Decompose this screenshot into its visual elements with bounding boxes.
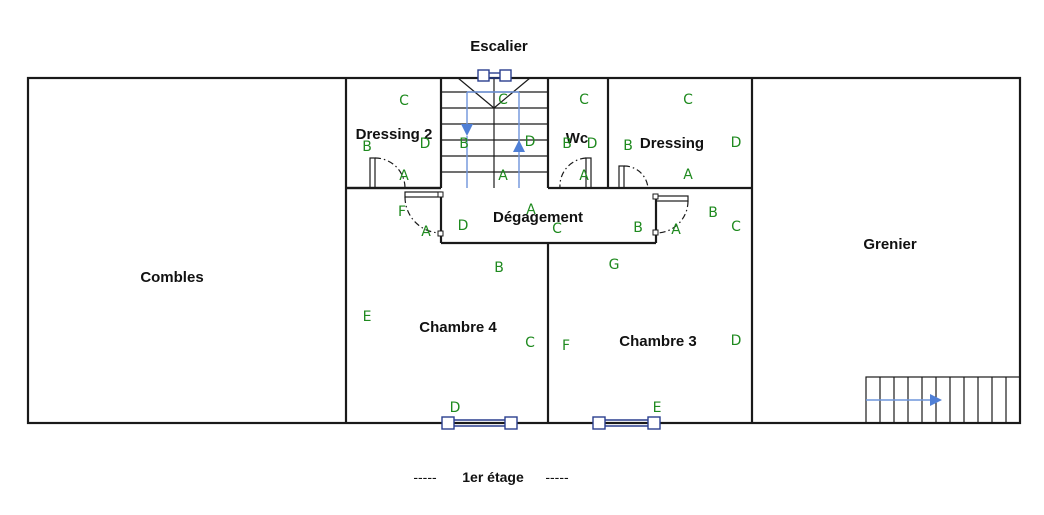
room-label-chambre-4: Chambre 4 (419, 319, 497, 336)
wall-mark: D (450, 400, 461, 416)
room-label-grenier: Grenier (863, 236, 917, 253)
wall-mark: D (525, 134, 536, 150)
wall-mark: B (633, 220, 643, 236)
wall-mark: D (458, 218, 469, 234)
wall-mark: A (683, 167, 693, 183)
wall-mark: B (562, 136, 572, 152)
wall-mark: B (623, 138, 633, 154)
wall-mark: D (731, 333, 742, 349)
wall-mark: B (459, 136, 469, 152)
wall-mark: C (498, 92, 508, 108)
wall-mark: C (399, 93, 409, 109)
wall-mark: A (421, 224, 431, 240)
wall-mark: F (398, 204, 406, 220)
wall-mark: E (363, 309, 372, 325)
caption-dashes-left: ----- (413, 469, 437, 485)
wall-mark: A (579, 168, 589, 184)
wall-mark: C (731, 219, 741, 235)
wall-mark: D (731, 135, 742, 151)
room-label-wc: Wc (566, 130, 589, 147)
stair-roof-window (477, 69, 512, 82)
door-dressing2 (369, 157, 406, 189)
wall-mark: C (579, 92, 589, 108)
caption-dashes-right: ----- (545, 469, 569, 485)
wall-mark: B (362, 139, 372, 155)
room-label-dressing-2: Dressing 2 (356, 126, 433, 143)
wall-mark: B (708, 205, 718, 221)
room-label-chambre-3: Chambre 3 (619, 333, 697, 350)
wall-mark: A (498, 168, 508, 184)
room-label-dressing: Dressing (640, 135, 704, 152)
floor-caption: 1er étage (462, 469, 524, 485)
wall-mark: A (671, 222, 681, 238)
door-dressing (618, 165, 649, 189)
wall-mark: C (683, 92, 693, 108)
wall-mark: A (399, 168, 409, 184)
wall-mark: D (420, 136, 431, 152)
door-wc (559, 157, 592, 189)
wall-mark: A (526, 202, 536, 218)
room-label-combles: Combles (140, 269, 203, 286)
wall-mark: D (587, 136, 598, 152)
grenier-stair (865, 376, 1021, 424)
stair-title: Escalier (470, 38, 528, 55)
wall-mark: E (653, 400, 662, 416)
window-chambre3 (592, 416, 661, 430)
door-degagement-right (652, 193, 689, 236)
wall-mark: C (525, 335, 535, 351)
central-stair (441, 77, 548, 188)
window-chambre4 (441, 416, 518, 430)
outer-wall (26, 76, 1022, 425)
wall-mark: C (552, 221, 562, 237)
room-label-degagement: Dégagement (493, 209, 583, 226)
wall-mark: B (494, 260, 504, 276)
wall-mark: G (609, 257, 620, 273)
wall-mark: F (562, 338, 570, 354)
door-degagement-left (404, 191, 444, 237)
